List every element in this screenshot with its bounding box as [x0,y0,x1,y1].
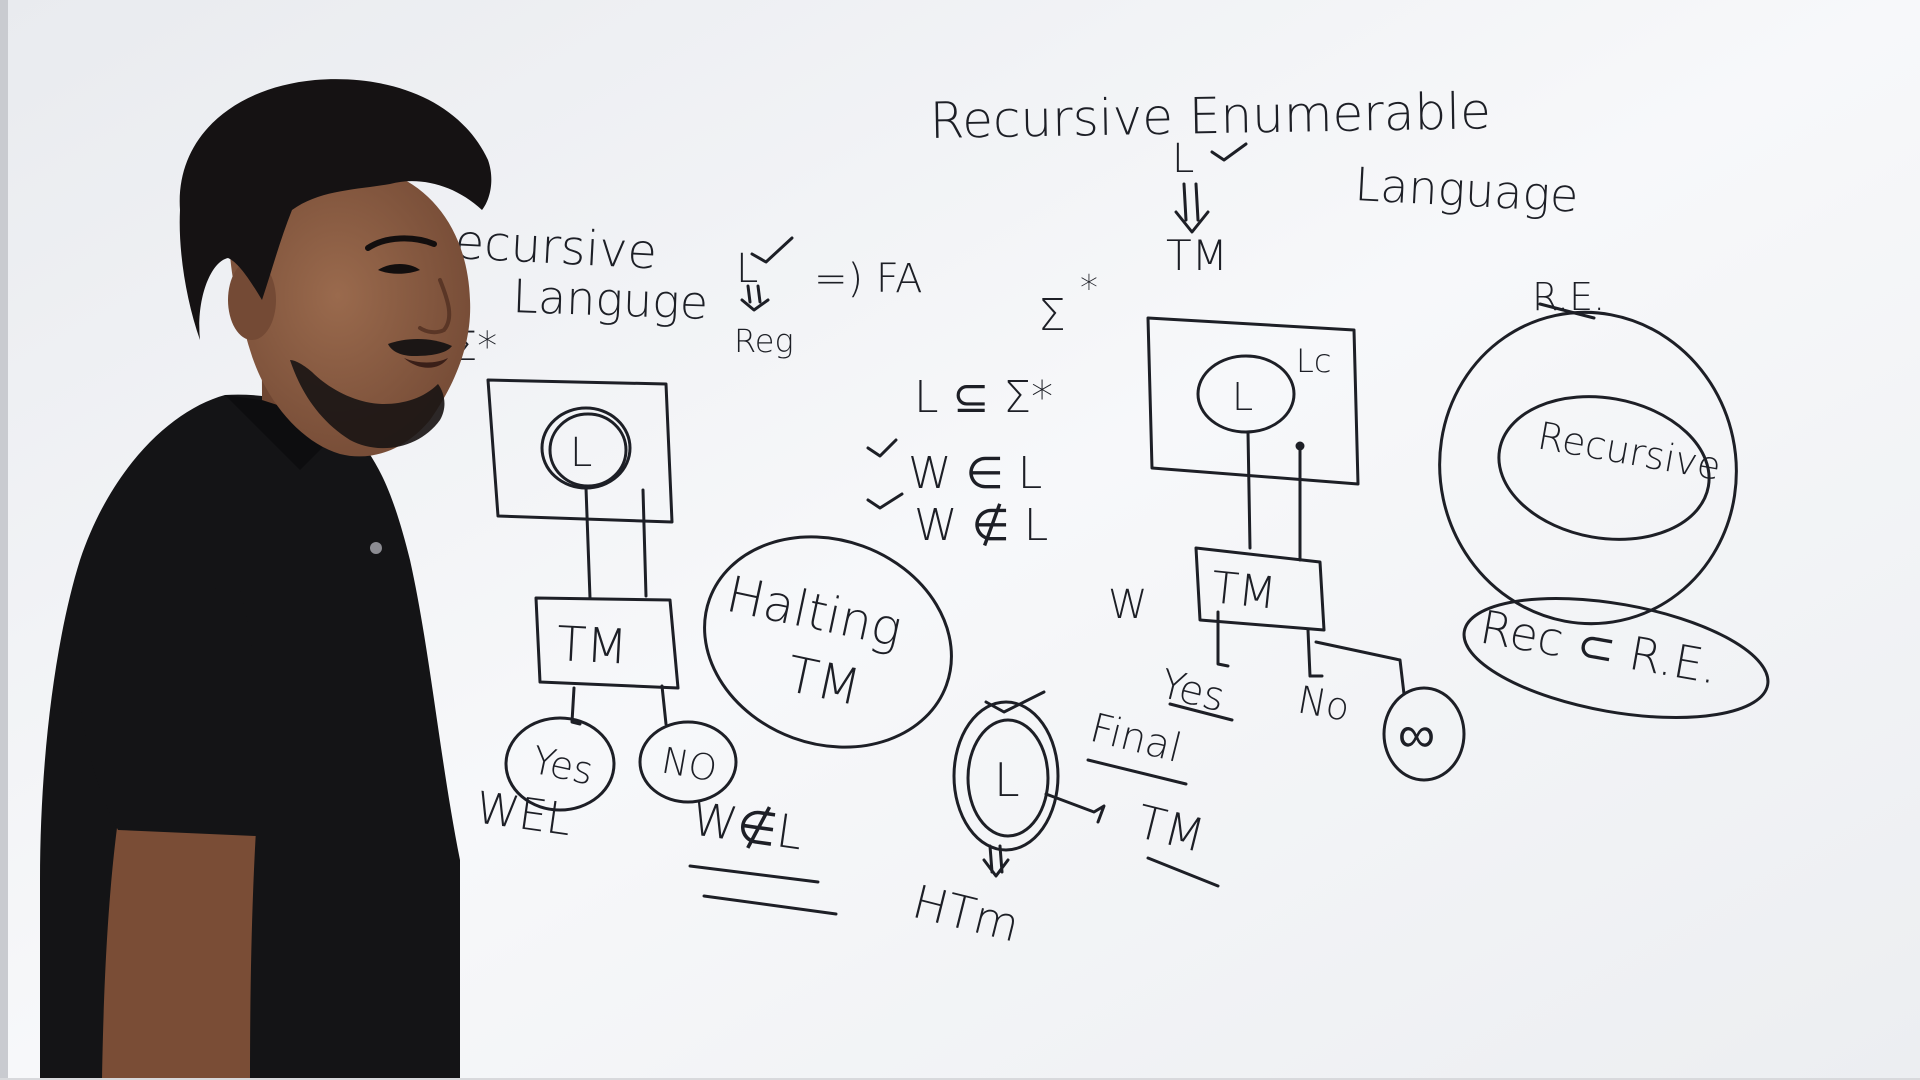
check-mark-htm [984,690,1046,714]
presenter [40,79,492,1080]
re-down-arrow [1174,182,1210,234]
check-mark-2 [866,492,904,510]
presenter-mouth [404,358,448,368]
right-circle-L [1196,354,1296,434]
htm-circle-inner [966,718,1050,838]
final-underline [1086,758,1188,786]
left-yes-circle [504,716,616,812]
right-tm-arrow-inf [1314,640,1406,696]
sigma-mid-star: * [1080,268,1098,309]
left-underline-2 [702,894,838,916]
htm-down-arrow [982,844,1010,878]
re-label-underline [1538,302,1596,320]
htm-circle-outer [952,700,1060,852]
left-circle-L-label: L [570,430,592,476]
title-line1: Recursive Enumerable [929,82,1491,150]
lc-label: Lc [1296,342,1331,380]
presenter-beard [290,360,445,449]
shirt-button [370,542,382,554]
sigma-mid: Σ [1038,290,1066,341]
re-top-tm: TM [1166,231,1228,280]
w-label: W [1108,582,1148,628]
presenter-eyebrow [365,235,437,251]
infinity-symbol: ∞ [1398,705,1435,765]
left-outer-box [486,378,674,524]
rec-subset-ellipse [1462,596,1770,720]
presenter-hair [179,79,492,340]
right-tm-box [1194,546,1326,632]
w-in-L: W ∈ L [908,448,1042,499]
right-circle-L-label: L [1232,375,1253,419]
left-tm-arrow-yes [570,686,582,726]
presenter-arm [102,820,256,1080]
right-yes-underline [1168,702,1234,722]
presenter-sleeve [76,580,259,836]
left-line-2 [641,488,648,598]
re-label: R.E. [1532,275,1605,319]
presenter-nose [418,278,452,335]
recursive-inner-ellipse [1497,395,1711,541]
left-circle-L-inner [548,412,628,488]
w-notin-L: W ∉ L [914,500,1048,551]
presenter-moustache [388,339,452,356]
right-outer-box [1146,316,1360,486]
htm-circle-L: L [994,753,1020,807]
re-top-L: L [1172,136,1194,182]
infinity-circle [1382,686,1466,782]
l-check-label: L [736,246,758,292]
ink-drawings [486,142,1770,916]
right-tm-arrow-yes [1216,610,1230,668]
left-no-label: NO [658,740,720,790]
right-no-label: No [1294,678,1353,730]
re-outer-ellipse [1438,310,1738,626]
htm-arrow [1044,792,1106,824]
left-tm-label: TM [555,616,629,676]
right-tm-label: TM [1209,562,1279,619]
left-down-arrow [740,284,770,312]
left-no-circle [638,720,738,804]
tm-arrow-underline [1146,856,1220,888]
board-left-edge [0,0,8,1080]
left-tm-arrow-no [660,684,668,726]
subset-text: L ⊆ Σ* [914,372,1053,423]
right-dot [1295,441,1305,451]
left-line-1 [584,486,592,600]
left-title-line1: ecursive [453,214,658,281]
right-tm-arrow-no [1306,628,1324,678]
check-mark-L-left [750,236,794,264]
right-line-1 [1246,430,1252,550]
left-underline-1 [688,864,820,884]
presenter-eye [378,264,420,274]
halting-ellipse [703,535,953,749]
check-mark-1 [866,438,898,458]
reg-label: Reg [734,322,794,360]
left-tm-box [534,596,680,690]
check-mark-L-right [1210,142,1248,162]
title-line2: Language [1353,157,1579,223]
left-title-line2: Languge [512,269,709,330]
bottom-strip [0,1078,1920,1080]
fa-label: =) FA [814,256,923,302]
